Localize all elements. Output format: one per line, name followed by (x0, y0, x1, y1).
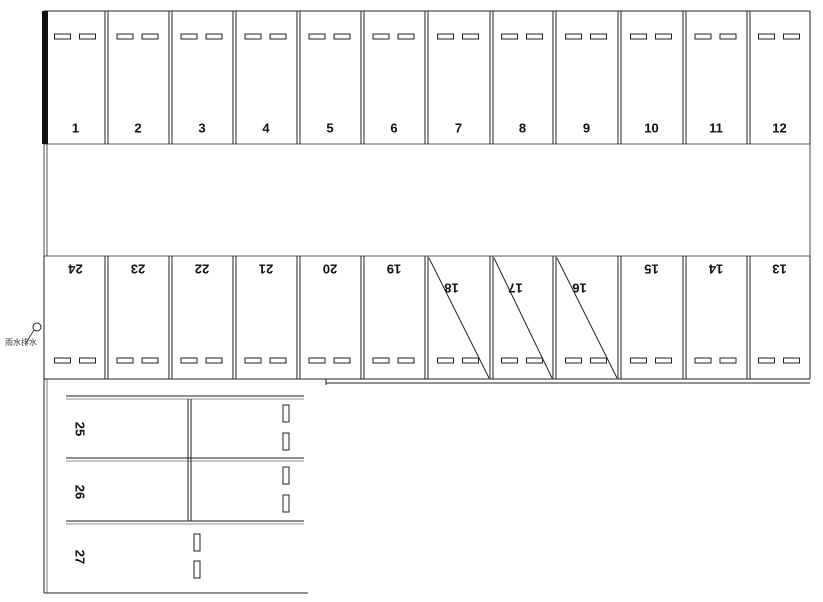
top-wheel-stop (462, 33, 479, 40)
top-wheel-stop (783, 33, 800, 40)
space-number-bottom: 14 (708, 262, 723, 277)
space-number-top: 2 (134, 120, 141, 135)
side-wheel-stop (193, 560, 201, 579)
top-wheel-stop (54, 33, 71, 40)
bottom-wheel-stop (333, 357, 351, 364)
bottom-wheel-stop (180, 357, 198, 364)
space-number-top: 6 (390, 120, 397, 135)
space-number-bottom: 21 (259, 262, 273, 277)
top-wheel-stop (372, 33, 390, 40)
bottom-wheel-stop (501, 357, 518, 364)
top-wheel-stop (565, 33, 582, 40)
top-wheel-stop (269, 33, 287, 40)
top-wheel-stop (397, 33, 415, 40)
wheel-stops (54, 33, 800, 579)
top-wheel-stop (205, 33, 223, 40)
top-wheel-stop (590, 33, 607, 40)
top-wheel-stop (79, 33, 96, 40)
space-number-bottom: 18 (444, 281, 458, 296)
space-number-bottom: 24 (68, 262, 83, 277)
top-wheel-stop (655, 33, 672, 40)
bottom-wheel-stop (397, 357, 415, 364)
bottom-wheel-stop (437, 357, 454, 364)
top-wheel-stop (437, 33, 454, 40)
diagonal-marking (493, 257, 553, 379)
bottom-wheel-stop (630, 357, 647, 364)
space-number-bottom: 23 (131, 262, 145, 277)
space-number-bottom: 19 (387, 262, 401, 277)
bottom-wheel-stop (205, 357, 223, 364)
bottom-wheel-stop (79, 357, 96, 364)
side-wheel-stop (282, 494, 290, 513)
side-wheel-stop (282, 404, 290, 423)
bottom-wheel-stop (116, 357, 134, 364)
space-number-bottom: 20 (323, 262, 337, 277)
space-number-side: 27 (73, 550, 88, 564)
drain-label: 雨水排水 (5, 337, 37, 347)
bottom-wheel-stop (141, 357, 159, 364)
space-number-top: 3 (198, 120, 205, 135)
bottom-wheel-stop (372, 357, 390, 364)
bottom-wheel-stop (694, 357, 712, 364)
top-wheel-stop (526, 33, 543, 40)
bottom-wheel-stop (308, 357, 326, 364)
bottom-wheel-stop (462, 357, 479, 364)
bottom-wheel-stop (54, 357, 71, 364)
top-wheel-stop (141, 33, 159, 40)
space-number-top: 8 (519, 120, 526, 135)
drain-annotation: 雨水排水 (5, 322, 42, 347)
side-wheel-stop (193, 533, 201, 552)
space-number-top: 11 (709, 120, 723, 135)
bottom-wheel-stop (783, 357, 800, 364)
space-number-bottom: 22 (195, 262, 209, 277)
space-number-top: 7 (455, 120, 462, 135)
space-number-top: 12 (772, 120, 786, 135)
top-wheel-stop (308, 33, 326, 40)
top-wheel-stop (694, 33, 712, 40)
left-wall (42, 11, 48, 144)
top-wheel-stop (719, 33, 737, 40)
space-number-bottom: 17 (508, 281, 522, 296)
space-number-bottom: 16 (572, 281, 586, 296)
top-wheel-stop (758, 33, 775, 40)
space-number-top: 9 (583, 120, 590, 135)
space-number-bottom: 15 (644, 262, 658, 277)
bottom-wheel-stop (655, 357, 672, 364)
bottom-wheel-stop (526, 357, 543, 364)
top-wheel-stop (501, 33, 518, 40)
bottom-wheel-stop (269, 357, 287, 364)
space-number-top: 10 (644, 120, 658, 135)
bottom-wheel-stop (719, 357, 737, 364)
space-number-side: 25 (73, 422, 88, 436)
space-number-top: 5 (326, 120, 333, 135)
top-wheel-stop (244, 33, 262, 40)
top-wheel-stop (333, 33, 351, 40)
plan-lines (42, 10, 811, 594)
top-wheel-stop (116, 33, 134, 40)
bottom-wheel-stop (565, 357, 582, 364)
bottom-wheel-stop (590, 357, 607, 364)
space-number-top: 1 (72, 120, 79, 135)
space-number-top: 4 (262, 120, 270, 135)
side-wheel-stop (282, 466, 290, 485)
top-wheel-stop (630, 33, 647, 40)
space-number-bottom: 13 (772, 262, 786, 277)
drain-circle-icon (32, 322, 42, 332)
bottom-wheel-stop (758, 357, 775, 364)
top-wheel-stop (180, 33, 198, 40)
space-number-side: 26 (73, 485, 88, 499)
side-wheel-stop (282, 432, 290, 451)
drain-leader-line (25, 329, 35, 344)
bottom-wheel-stop (244, 357, 262, 364)
